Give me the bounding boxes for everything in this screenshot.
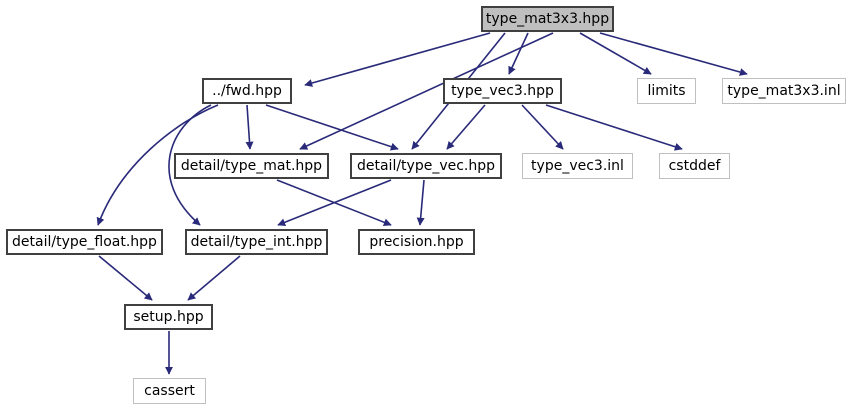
node-label: cassert xyxy=(144,383,195,399)
edge-type_mat3x3_hpp-to-type_vec3_hpp xyxy=(508,32,529,75)
edge-detail_type_float-to-setup_hpp xyxy=(98,255,153,301)
edge-detail_type_vec-to-precision_hpp xyxy=(416,179,425,226)
node-detail_type_vec[interactable]: detail/type_vec.hpp xyxy=(350,153,502,179)
node-detail_type_int[interactable]: detail/type_int.hpp xyxy=(185,229,328,255)
node-label: setup.hpp xyxy=(133,309,204,325)
node-precision_hpp[interactable]: precision.hpp xyxy=(358,229,475,255)
edge-type_vec3_hpp-to-detail_type_vec xyxy=(446,104,486,150)
node-type_mat3x3_inl[interactable]: type_mat3x3.inl xyxy=(722,78,846,104)
node-fwd_hpp[interactable]: ../fwd.hpp xyxy=(202,78,292,104)
node-label: precision.hpp xyxy=(369,234,464,250)
node-type_mat3x3_hpp[interactable]: type_mat3x3.hpp xyxy=(481,6,614,32)
edge-fwd_hpp-to-detail_type_mat xyxy=(245,104,254,150)
node-label: type_mat3x3.hpp xyxy=(485,11,610,27)
node-detail_type_mat[interactable]: detail/type_mat.hpp xyxy=(174,153,329,179)
node-type_vec3_hpp[interactable]: type_vec3.hpp xyxy=(443,78,562,104)
edge-type_vec3_hpp-to-cstddef xyxy=(545,104,683,151)
node-label: type_vec3.inl xyxy=(531,158,624,174)
node-cassert[interactable]: cassert xyxy=(133,378,206,404)
node-limits[interactable]: limits xyxy=(637,78,696,104)
node-label: ../fwd.hpp xyxy=(212,83,282,99)
edge-detail_type_mat-to-precision_hpp xyxy=(276,179,392,227)
node-detail_type_float[interactable]: detail/type_float.hpp xyxy=(6,229,163,255)
edge-type_mat3x3_hpp-to-type_mat3x3_inl xyxy=(599,32,748,76)
node-type_vec3_inl[interactable]: type_vec3.inl xyxy=(522,153,633,179)
node-label: type_mat3x3.inl xyxy=(727,83,841,99)
edge-detail_type_vec-to-detail_type_int xyxy=(277,179,392,227)
edge-detail_type_int-to-setup_hpp xyxy=(187,255,241,301)
node-label: detail/type_int.hpp xyxy=(190,234,323,250)
edge-type_mat3x3_hpp-to-limits xyxy=(579,32,652,75)
node-label: cstddef xyxy=(668,158,721,174)
node-label: limits xyxy=(647,83,686,99)
node-cstddef[interactable]: cstddef xyxy=(659,153,730,179)
node-label: detail/type_float.hpp xyxy=(12,234,157,250)
edge-type_vec3_hpp-to-type_vec3_inl xyxy=(521,104,564,150)
node-label: type_vec3.hpp xyxy=(451,83,554,99)
node-label: detail/type_vec.hpp xyxy=(356,158,496,174)
node-setup_hpp[interactable]: setup.hpp xyxy=(124,304,213,330)
node-label: detail/type_mat.hpp xyxy=(180,158,323,174)
edge-fwd_hpp-to-detail_type_vec xyxy=(265,104,399,151)
